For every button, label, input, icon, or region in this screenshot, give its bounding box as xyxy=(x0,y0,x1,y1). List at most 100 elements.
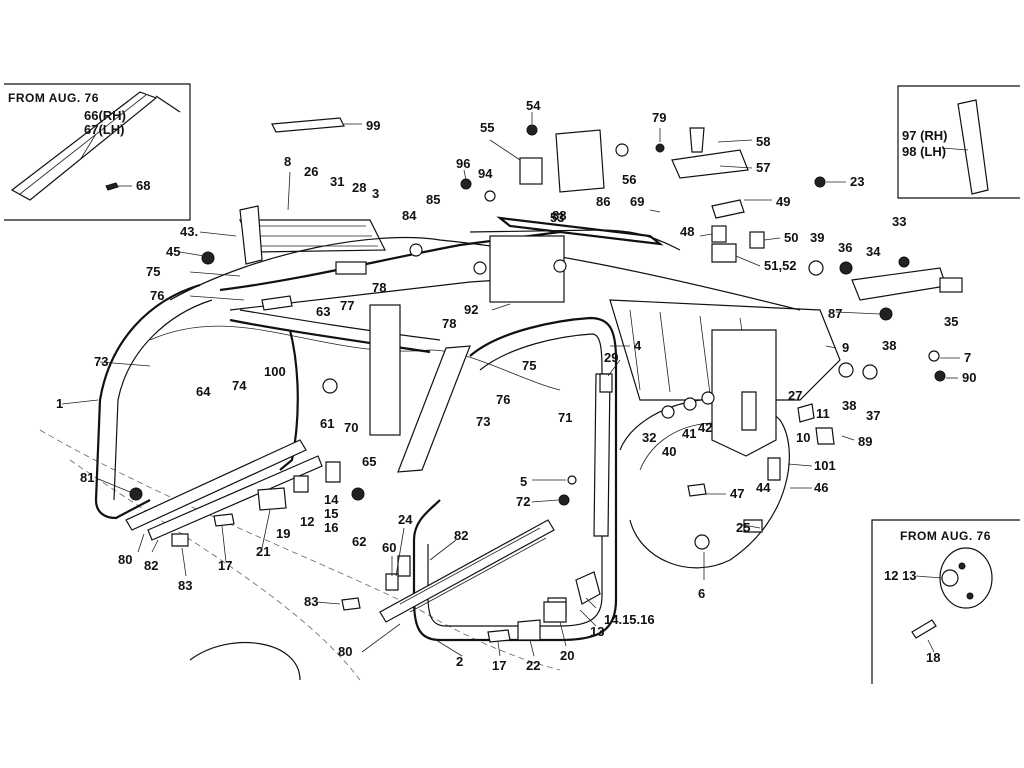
part-7-clip xyxy=(928,350,940,362)
callout-36: 36 xyxy=(838,240,852,255)
leader-29 xyxy=(607,359,621,377)
roof-rail-assembly xyxy=(219,205,681,436)
leader-17a xyxy=(221,525,227,563)
callout-75b: 75 xyxy=(522,358,536,373)
callout-21: 21 xyxy=(256,544,270,559)
center-pillar-trim-73 xyxy=(397,345,471,473)
leader-22 xyxy=(529,639,535,657)
callout-76b: 76 xyxy=(496,392,510,407)
leader-2 xyxy=(435,639,463,657)
callout-63: 63 xyxy=(316,304,330,319)
callout-85: 85 xyxy=(426,192,440,207)
part-33-screw xyxy=(898,256,910,268)
leader-76a xyxy=(189,295,245,301)
body-lower-ghost xyxy=(39,429,561,671)
callout-77: 77 xyxy=(340,298,354,313)
rail-clip-78 xyxy=(335,261,367,275)
callout-54: 54 xyxy=(526,98,541,113)
callout-69: 69 xyxy=(630,194,644,209)
part-41-washer xyxy=(683,397,697,411)
part-17-bolt xyxy=(213,513,235,527)
leader-14-15-16 xyxy=(585,597,597,609)
callout-71: 71 xyxy=(558,410,572,425)
leader-73a xyxy=(99,361,151,367)
part-40-nut xyxy=(661,405,675,419)
part-48-bushing xyxy=(711,225,727,243)
rear-pillar-finisher xyxy=(957,99,989,195)
inset-top-left: FROM AUG. 76 66(RH) 67(LH) 68 xyxy=(4,83,191,221)
part-79-nut xyxy=(655,143,665,153)
inset-top-right: 97 (RH) 98 (LH) xyxy=(897,85,1020,199)
callout-37: 37 xyxy=(866,408,880,423)
callout-78a: 78 xyxy=(372,280,386,295)
callout-68: 68 xyxy=(136,178,150,193)
part-56-cap xyxy=(615,143,629,157)
callout-75a: 75 xyxy=(146,264,160,279)
leader-43 xyxy=(199,231,237,237)
regulator-arm xyxy=(741,391,757,431)
callout-60: 60 xyxy=(382,540,396,555)
rear-quarter-glass-assembly xyxy=(609,299,841,457)
part-81-screw xyxy=(129,487,143,501)
callout-80a: 80 xyxy=(118,552,132,567)
front-wheel-arch xyxy=(189,641,301,681)
callout-7: 7 xyxy=(964,350,971,365)
callout-74: 74 xyxy=(232,378,247,393)
callout-12-13: 12 13 xyxy=(884,568,917,583)
leader-9 xyxy=(825,345,837,349)
leader-57 xyxy=(719,165,753,169)
weatherstrip-front-outer xyxy=(94,283,201,520)
part-60-bumper xyxy=(397,555,411,577)
callout-94: 94 xyxy=(478,166,493,181)
leader-48 xyxy=(699,233,713,237)
inset-top-left-frame xyxy=(4,83,191,221)
part-88-screw xyxy=(553,259,567,273)
callout-29: 29 xyxy=(604,350,618,365)
leader-55 xyxy=(489,139,521,161)
front-scuff-plate xyxy=(147,455,323,541)
leader-lines xyxy=(61,112,960,657)
callout-81: 81 xyxy=(80,470,94,485)
callout-62: 62 xyxy=(352,534,366,549)
callout-55: 55 xyxy=(480,120,494,135)
callout-90: 90 xyxy=(962,370,976,385)
leader-82b xyxy=(429,539,457,561)
inset-bottom-right: FROM AUG. 76 12 13 18 xyxy=(871,519,1020,684)
inset-leader-66 xyxy=(79,133,97,161)
callout-41: 41 xyxy=(682,426,696,441)
part-53-fuel-lid xyxy=(555,129,605,193)
part-38-bumper xyxy=(879,307,893,321)
rear-scuff-grooves xyxy=(399,527,547,613)
callout-48: 48 xyxy=(680,224,694,239)
roof-line xyxy=(169,236,801,311)
part-47-bolt xyxy=(687,483,707,497)
callout-2: 2 xyxy=(456,654,463,669)
part-39-bolt xyxy=(808,260,824,276)
callout-86: 86 xyxy=(596,194,610,209)
callout-27: 27 xyxy=(788,388,802,403)
leader-92 xyxy=(491,303,511,311)
callout-82a: 82 xyxy=(144,558,158,573)
callout-64: 64 xyxy=(196,384,211,399)
callout-13: 13 xyxy=(590,624,604,639)
part-89-latch xyxy=(815,427,835,445)
part-42-nut xyxy=(701,391,715,405)
part-85-grommet xyxy=(473,261,487,275)
callout-43: 43. xyxy=(180,224,198,239)
callout-26: 26 xyxy=(304,164,318,179)
striker-pin xyxy=(941,569,959,587)
callout-14-15-16: 14.15.16 xyxy=(604,612,655,627)
callout-100: 100 xyxy=(264,364,286,379)
callout-6: 6 xyxy=(698,586,705,601)
callout-38b: 38 xyxy=(842,398,856,413)
callout-3: 3 xyxy=(372,186,379,201)
callout-9: 9 xyxy=(842,340,849,355)
callout-83b: 83 xyxy=(304,594,318,609)
callout-73b: 73 xyxy=(476,414,490,429)
callout-1: 1 xyxy=(56,396,63,411)
callout-78b: 78 xyxy=(442,316,456,331)
callout-73a: 73 xyxy=(94,354,108,369)
part-84-clip xyxy=(409,243,423,257)
